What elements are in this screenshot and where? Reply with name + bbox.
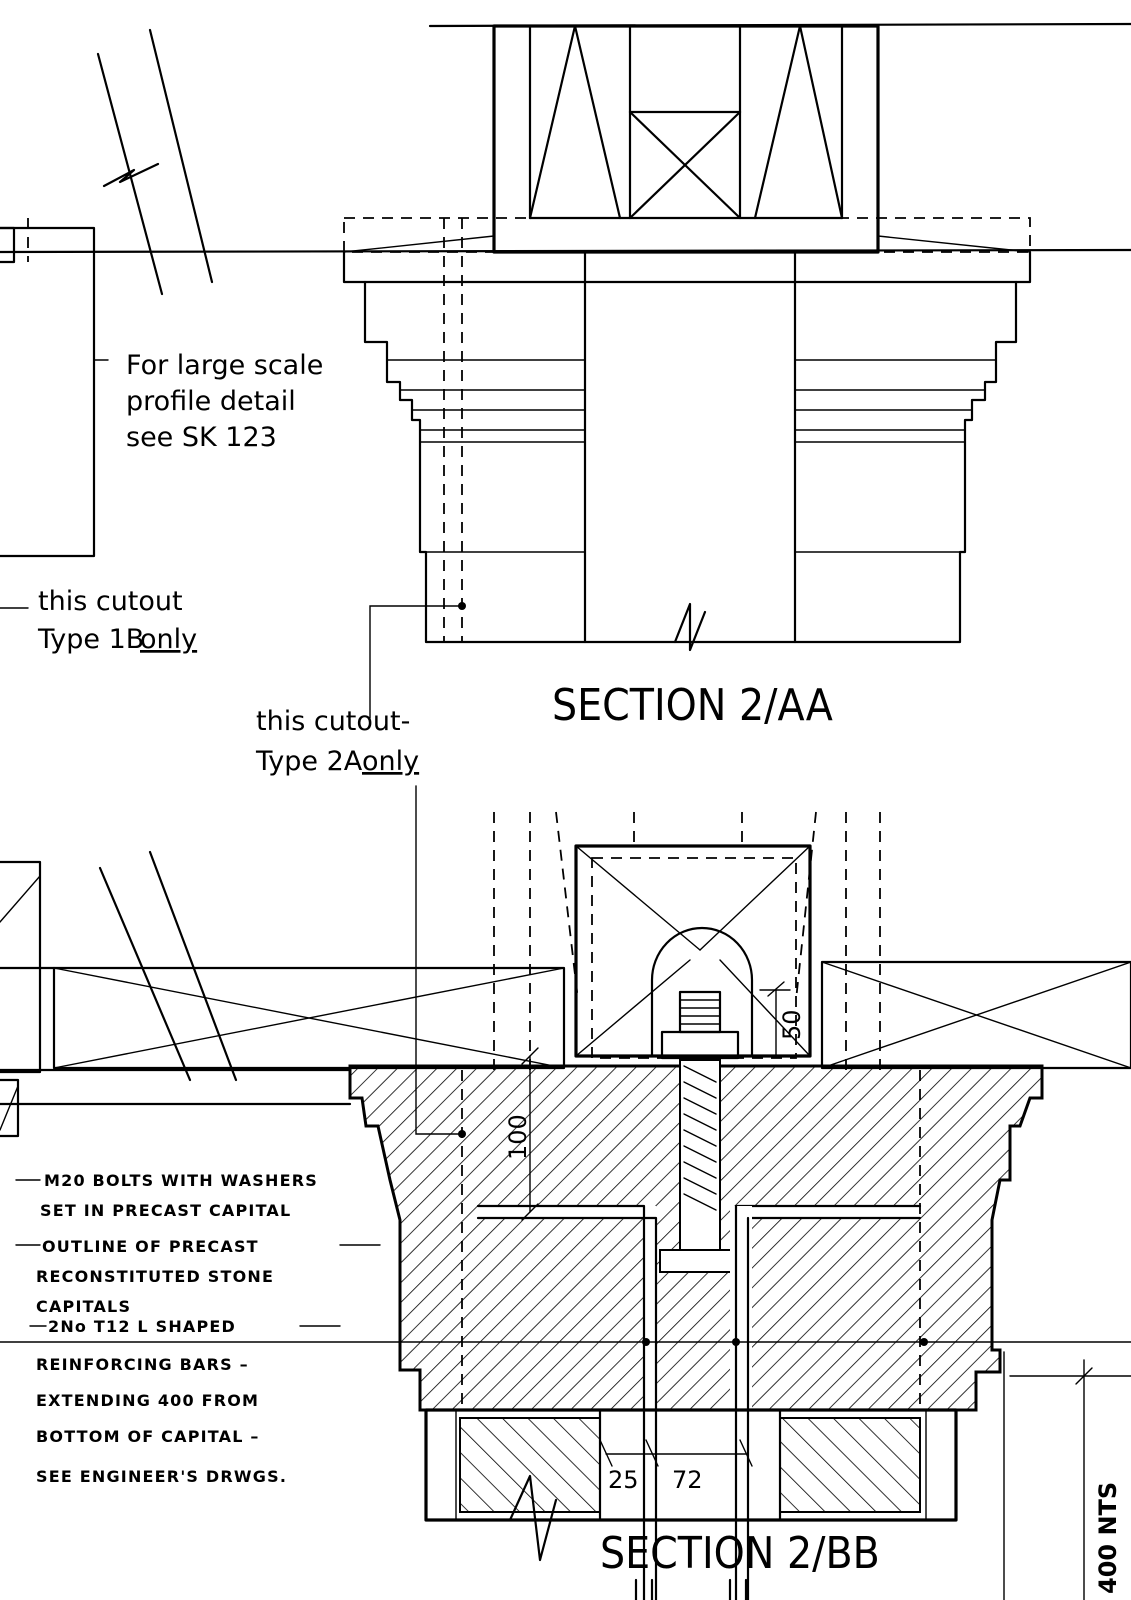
section-aa-drawing (0, 22, 1131, 719)
cutout-1b-note-only: only (140, 624, 197, 655)
bolts-note-line1: M20 BOLTS WITH WASHERS (44, 1171, 318, 1190)
profile-note-line2: profile detail (126, 386, 296, 417)
dimension-50: 50 (778, 1009, 806, 1040)
section-aa-title: SECTION 2/AA (552, 680, 833, 731)
cutout-1b-note-type: Type 1B (37, 624, 144, 655)
outline-note-line1: OUTLINE OF PRECAST (42, 1237, 259, 1256)
cutout-2a-note-line1: this cutout- (256, 706, 410, 737)
bolts-note-line2: SET IN PRECAST CAPITAL (40, 1201, 291, 1220)
dimension-100: 100 (504, 1114, 532, 1160)
dimension-72: 72 (672, 1466, 703, 1494)
outline-note-line2: RECONSTITUTED STONE (36, 1267, 274, 1286)
section-bb-title: SECTION 2/BB (600, 1528, 880, 1579)
bars-note-line2: REINFORCING BARS – (36, 1355, 249, 1374)
profile-note-line3: see SK 123 (126, 422, 277, 453)
bars-note-line4: BOTTOM OF CAPITAL – (36, 1427, 260, 1446)
cutout-1b-note-line1: this cutout (38, 586, 183, 617)
dimension-400-nts: 400 NTS (1094, 1482, 1122, 1594)
bars-note-line3: EXTENDING 400 FROM (36, 1391, 259, 1410)
section-bb-drawing (0, 785, 1131, 1600)
cutout-2a-note-only: only (362, 746, 419, 777)
dimension-25: 25 (608, 1466, 639, 1494)
outline-note-line3: CAPITALS (36, 1297, 131, 1316)
bars-note-line1: 2No T12 L SHAPED (48, 1317, 236, 1336)
bars-note-line5: SEE ENGINEER'S DRWGS. (36, 1467, 287, 1486)
cutout-2a-note-type: Type 2A (255, 746, 363, 777)
profile-note-line1: For large scale (126, 350, 323, 381)
